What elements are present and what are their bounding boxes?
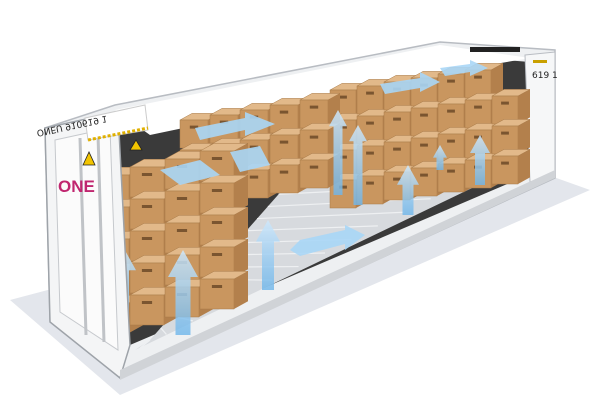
box-handle (211, 157, 223, 160)
warning-triangle-icon (129, 139, 143, 151)
airflow-arrow-icon (380, 72, 440, 94)
box-handle (447, 139, 455, 143)
airflow-arrow-icon (470, 135, 490, 185)
box-handle (501, 161, 509, 165)
box-handle (393, 117, 401, 121)
floor-rail (257, 211, 405, 220)
airflow-arrow-icon (160, 160, 220, 185)
box-handle (141, 301, 153, 304)
box-handle (393, 177, 401, 181)
box-handle (420, 113, 428, 117)
box-handle (339, 125, 347, 129)
hazard-stripe (87, 126, 149, 142)
box-handle (447, 169, 455, 173)
box-handle (447, 79, 455, 83)
box-handle (249, 145, 259, 149)
airflow-arrow-icon (440, 60, 488, 76)
box-handle (141, 237, 153, 240)
box-handle (279, 170, 289, 174)
box-handle (141, 205, 153, 208)
airflow-arrow-icon (168, 250, 198, 335)
airflow-arrow-icon (230, 146, 270, 172)
box-handle (501, 131, 509, 135)
box-handle (420, 143, 428, 147)
box-handle (211, 253, 223, 256)
box-handle (141, 173, 153, 176)
box-handle (366, 151, 374, 155)
box-handle (420, 173, 428, 177)
box-handle (279, 110, 289, 114)
box-handle (474, 75, 482, 79)
box-handle (279, 140, 289, 144)
airflow-arrow-icon (329, 110, 347, 195)
hazard-stripe (533, 60, 547, 63)
box-handle (447, 109, 455, 113)
cargo-box (491, 119, 531, 155)
floor-rail (160, 327, 167, 335)
box-handle (339, 95, 347, 99)
box-handle (249, 175, 259, 179)
cargo-box (491, 89, 531, 125)
box-handle (211, 285, 223, 288)
warning-triangle-icon (82, 151, 96, 166)
airflow-arrow-icon (433, 145, 447, 170)
box-handle (219, 120, 229, 124)
box-handle (309, 135, 319, 139)
cargo-box (199, 271, 249, 310)
box-handle (141, 269, 153, 272)
airflow-arrows (108, 60, 490, 335)
box-handle (339, 185, 347, 189)
door-lock-rod (78, 137, 88, 336)
box-handle (501, 101, 509, 105)
side-code: 619 1 (532, 71, 558, 81)
box-handle (309, 105, 319, 109)
box-handle (176, 197, 188, 200)
box-handle (309, 165, 319, 169)
bottom-rail (120, 170, 555, 380)
airflow-arrow-icon (397, 165, 419, 215)
cargo-box (199, 175, 249, 214)
cargo-box (299, 93, 341, 129)
box-handle (189, 125, 199, 129)
door-lock-rod (96, 133, 106, 343)
cargo-box (491, 149, 531, 185)
brand-logo: ONE (58, 177, 95, 196)
airflow-arrow-icon (195, 112, 275, 140)
box-handle (366, 91, 374, 95)
airflow-arrow-icon (349, 125, 367, 205)
box-handle (474, 105, 482, 109)
airflow-arrow-icon (290, 225, 365, 256)
box-handle (176, 229, 188, 232)
hazard-stripe (470, 47, 520, 52)
box-handle (339, 155, 347, 159)
floor-rail (139, 339, 151, 349)
box-handle (393, 147, 401, 151)
box-handle (366, 121, 374, 125)
box-handle (366, 181, 374, 185)
box-handle (211, 221, 223, 224)
box-handle (211, 189, 223, 192)
airflow-arrow-icon (256, 220, 280, 290)
box-handle (474, 135, 482, 139)
